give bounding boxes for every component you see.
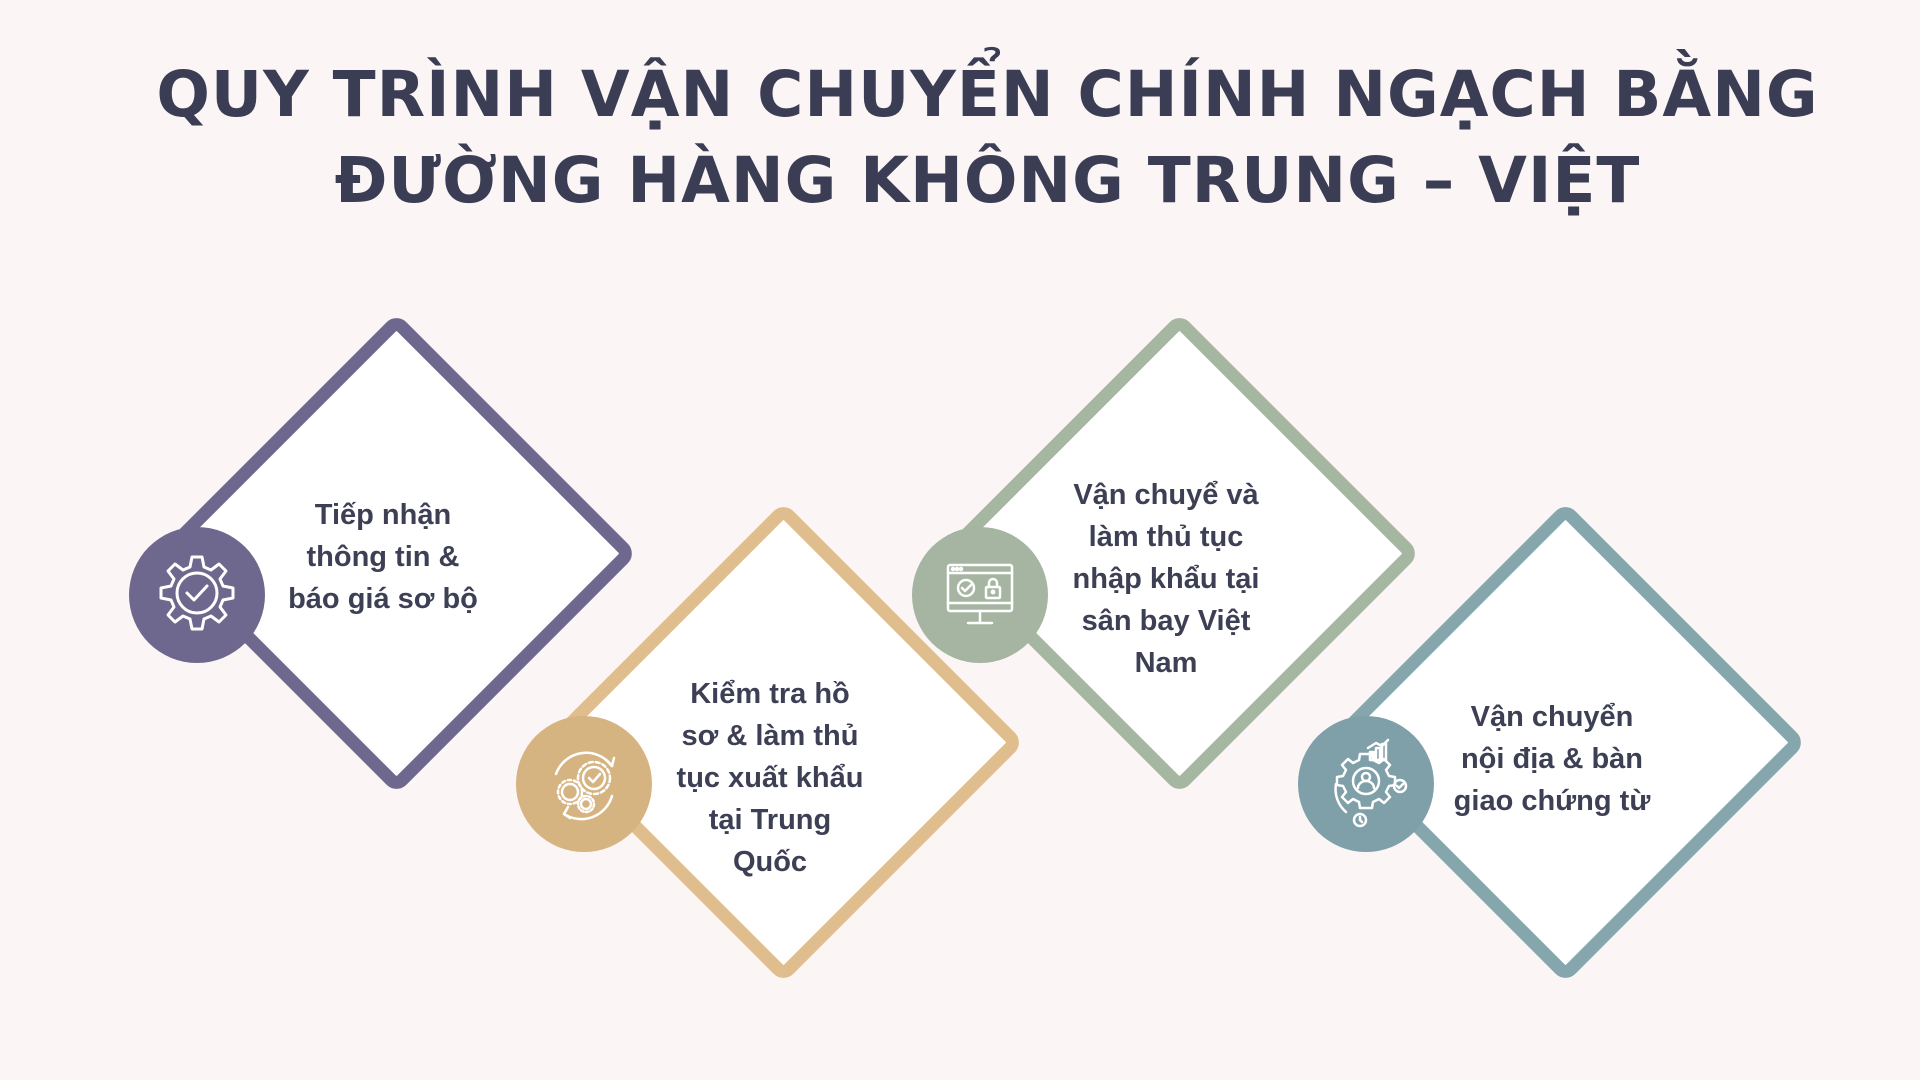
title-line-1: QUY TRÌNH VẬN CHUYỂN CHÍNH NGẠCH BẰNG [156,58,1819,131]
title-line-2: ĐƯỜNG HÀNG KHÔNG TRUNG – VIỆT [334,144,1641,217]
step-3-label: Vận chuyể và làm thủ tục nhập khẩu tại s… [1072,479,1260,679]
step-4-icon-circle [1298,716,1434,852]
page-title: QUY TRÌNH VẬN CHUYỂN CHÍNH NGẠCH BẰNG ĐƯ… [0,52,1920,224]
step-1: Tiếp nhận thông tin & báo giá sơ bộ [129,312,638,836]
step-2-icon-circle [516,716,652,852]
gear-check-icon [159,555,235,631]
step-4: Vận chuyển nội địa & bàn giao chứng từ [1298,501,1807,1025]
step-1-label: Tiếp nhận thông tin & báo giá sơ bộ [288,499,478,615]
gear-person-chart-icon [1334,738,1408,828]
step-3: Vận chuyể và làm thủ tục nhập khẩu tại s… [912,312,1421,836]
monitor-lock-icon [946,563,1014,625]
gears-cycle-icon [554,751,616,821]
step-2: Kiểm tra hồ sơ & làm thủ tục xuất khẩu t… [516,501,1025,1025]
step-4-label: Vận chuyển nội địa & bàn giao chứng từ [1453,701,1651,817]
step-3-icon-circle [912,527,1048,663]
step-1-icon-circle [129,527,265,663]
step-2-label: Kiểm tra hồ sơ & làm thủ tục xuất khẩu t… [676,678,864,878]
